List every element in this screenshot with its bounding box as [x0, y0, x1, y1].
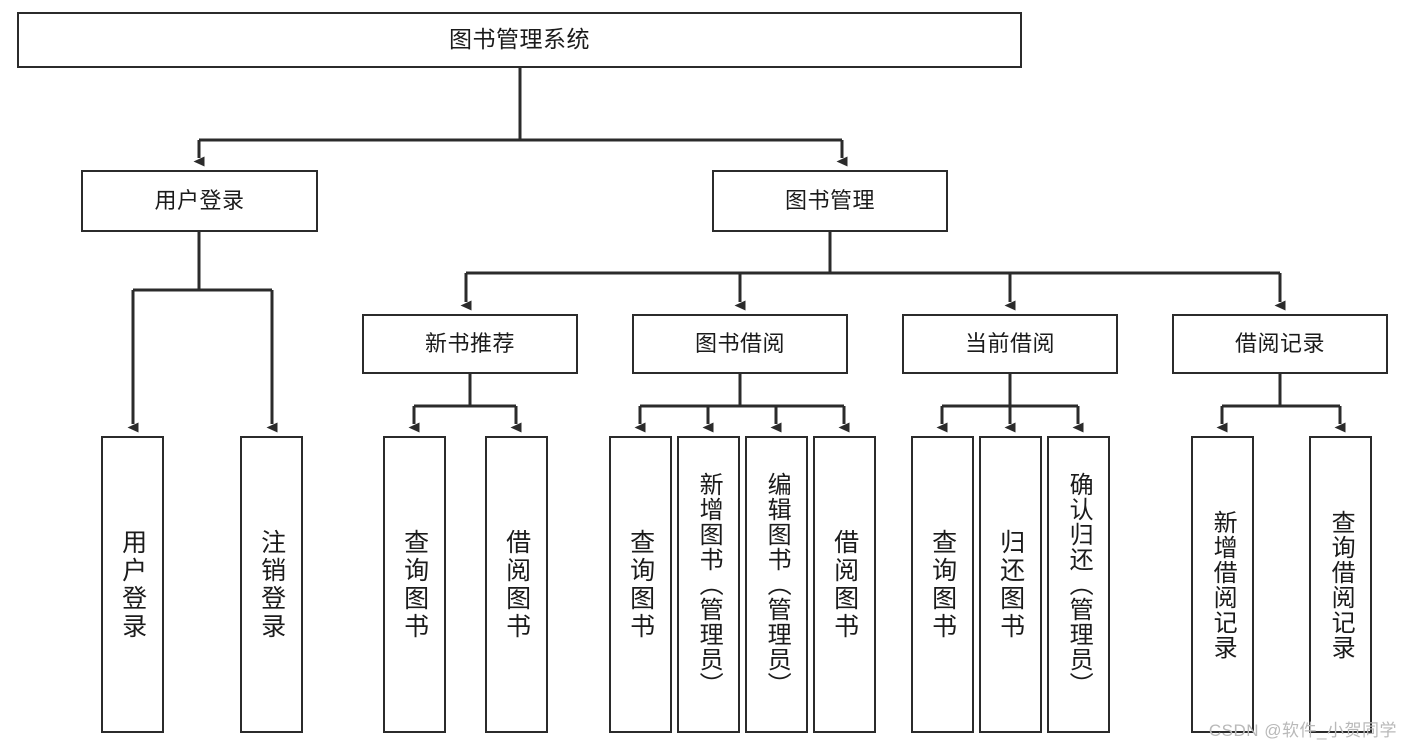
leaf-borrow-book-recommend[interactable]: 借阅图书	[485, 436, 548, 733]
node-label: 新增图书（管理员）	[695, 472, 723, 697]
leaf-query-borrow-record[interactable]: 查询借阅记录	[1309, 436, 1372, 733]
node-book-borrow[interactable]: 图书借阅	[632, 314, 848, 374]
node-label: 借阅图书	[502, 528, 531, 641]
node-label: 图书管理	[784, 188, 875, 214]
node-label: 用户登录	[154, 188, 245, 214]
leaf-add-book-admin[interactable]: 新增图书（管理员）	[677, 436, 740, 733]
node-label: 新书推荐	[424, 331, 515, 357]
node-user-login[interactable]: 用户登录	[81, 170, 318, 232]
leaf-query-book-current[interactable]: 查询图书	[911, 436, 974, 733]
node-label: 编辑图书（管理员）	[763, 472, 791, 697]
node-label: 借阅图书	[830, 528, 859, 641]
leaf-query-book-borrow[interactable]: 查询图书	[609, 436, 672, 733]
leaf-user-logout[interactable]: 注销登录	[240, 436, 303, 733]
leaf-edit-book-admin[interactable]: 编辑图书（管理员）	[745, 436, 808, 733]
node-label: 查询借阅记录	[1327, 509, 1355, 660]
node-label: 图书管理系统	[449, 26, 590, 53]
node-label: 查询图书	[400, 528, 429, 641]
node-label: 查询图书	[626, 528, 655, 641]
node-root-system[interactable]: 图书管理系统	[17, 12, 1022, 68]
leaf-return-book[interactable]: 归还图书	[979, 436, 1042, 733]
node-label: 当前借阅	[964, 331, 1055, 357]
node-borrow-record[interactable]: 借阅记录	[1172, 314, 1388, 374]
node-label: 图书借阅	[694, 331, 785, 357]
leaf-borrow-book[interactable]: 借阅图书	[813, 436, 876, 733]
node-label: 确认归还（管理员）	[1065, 472, 1093, 697]
leaf-add-borrow-record[interactable]: 新增借阅记录	[1191, 436, 1254, 733]
node-new-book-recommend[interactable]: 新书推荐	[362, 314, 578, 374]
node-book-management[interactable]: 图书管理	[712, 170, 948, 232]
leaf-confirm-return-admin[interactable]: 确认归还（管理员）	[1047, 436, 1110, 733]
node-label: 归还图书	[996, 528, 1025, 641]
node-label: 用户登录	[118, 528, 147, 641]
node-label: 查询图书	[928, 528, 957, 641]
node-label: 新增借阅记录	[1209, 509, 1237, 660]
node-label: 借阅记录	[1234, 331, 1325, 357]
watermark: CSDN @软件_小贺同学	[1208, 721, 1397, 740]
node-current-borrow[interactable]: 当前借阅	[902, 314, 1118, 374]
leaf-user-login[interactable]: 用户登录	[101, 436, 164, 733]
leaf-query-book-recommend[interactable]: 查询图书	[383, 436, 446, 733]
node-label: 注销登录	[257, 528, 286, 641]
